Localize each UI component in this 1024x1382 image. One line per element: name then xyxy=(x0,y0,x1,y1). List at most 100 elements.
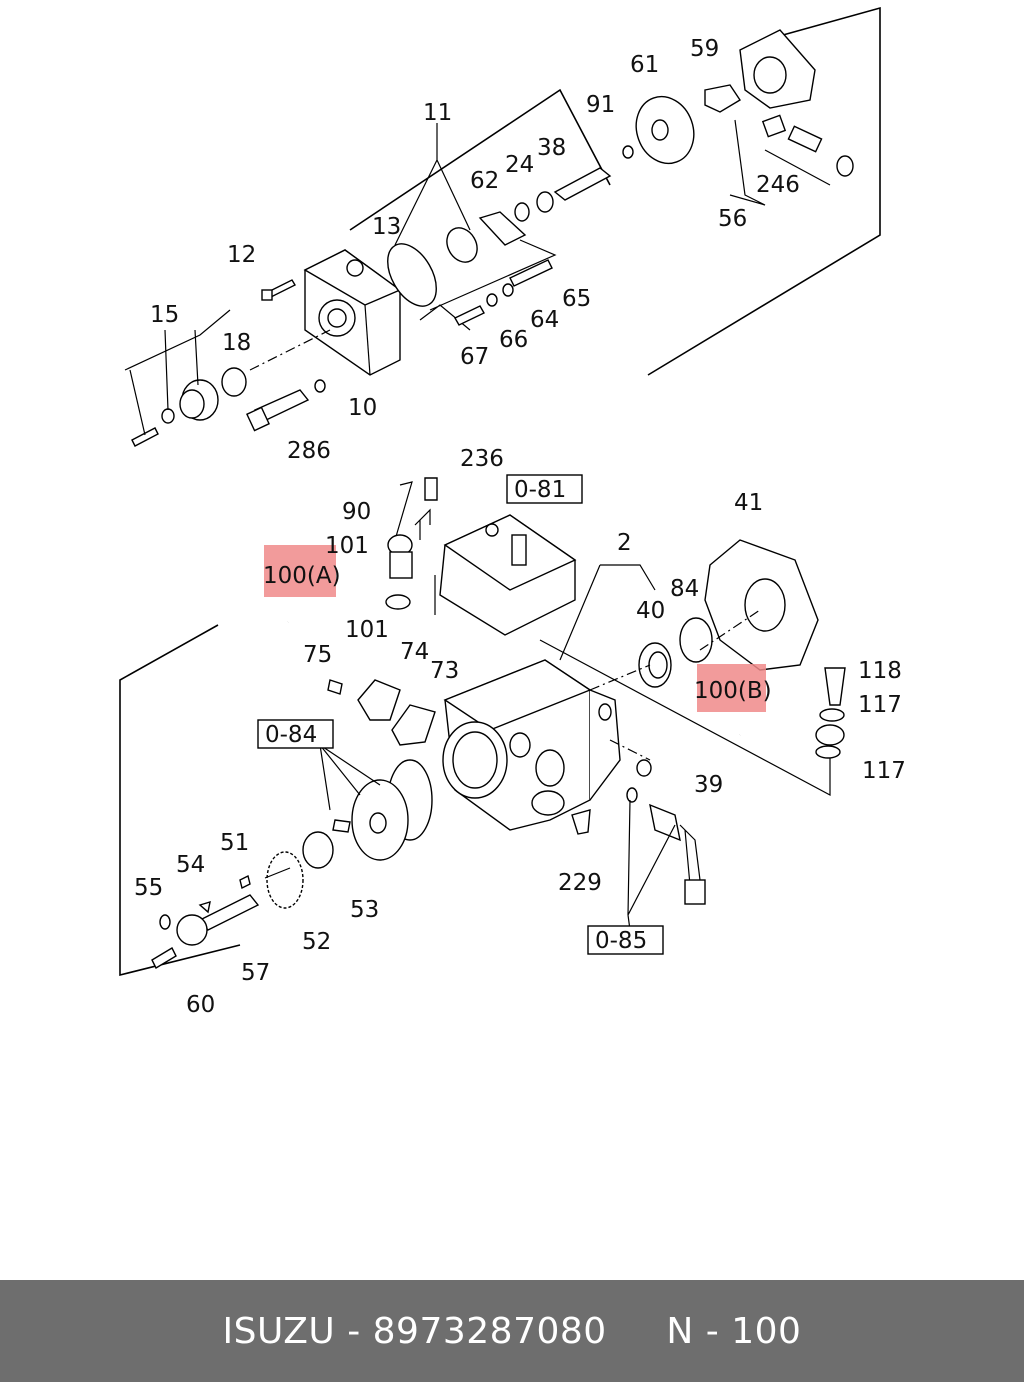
label-56: 56 xyxy=(718,206,747,232)
cap-15 xyxy=(131,379,219,447)
label-64: 64 xyxy=(530,307,559,333)
plate-74 xyxy=(357,679,401,721)
top-assembly xyxy=(124,6,881,447)
label-236: 236 xyxy=(460,446,504,472)
label-59: 59 xyxy=(690,36,719,62)
reference-number: N - 100 xyxy=(666,1310,802,1352)
washer-101 xyxy=(385,594,411,610)
fitting-286 xyxy=(246,389,310,432)
label-62: 62 xyxy=(470,168,499,194)
bottom-assembly xyxy=(119,477,846,977)
banjo xyxy=(815,724,845,746)
spring-65 xyxy=(509,259,553,287)
highlight-100b xyxy=(697,664,766,712)
label-18: 18 xyxy=(222,330,251,356)
label-52: 52 xyxy=(302,929,331,955)
label-91: 91 xyxy=(586,92,615,118)
end-cover-41 xyxy=(704,539,819,671)
label-229: 229 xyxy=(558,870,602,896)
pump-body xyxy=(442,659,621,831)
label-24: 24 xyxy=(505,152,534,178)
label-74: 74 xyxy=(400,639,429,665)
part-labels: 11 13 12 15 18 10 286 62 24 38 91 61 59 … xyxy=(134,36,906,1018)
pin-54 xyxy=(198,900,211,914)
label-10: 10 xyxy=(348,395,377,421)
label-15: 15 xyxy=(150,302,179,328)
label-84: 84 xyxy=(670,576,699,602)
bushing xyxy=(446,227,478,263)
label-53: 53 xyxy=(350,897,379,923)
spring-60 xyxy=(151,947,177,969)
label-0-84: 0-84 xyxy=(265,722,317,748)
washer-91 xyxy=(622,145,634,159)
washer xyxy=(836,155,854,177)
label-65: 65 xyxy=(562,286,591,312)
highlight-100a xyxy=(264,545,336,597)
vane-59 xyxy=(704,84,741,113)
label-11: 11 xyxy=(423,100,452,126)
sensor xyxy=(649,803,706,905)
label-117-top: 117 xyxy=(858,692,902,718)
ref-box-0-81 xyxy=(506,474,583,504)
washer-53 xyxy=(302,831,334,869)
o-ring-13 xyxy=(387,243,437,307)
coupling xyxy=(351,759,433,861)
cover-housing xyxy=(739,29,816,109)
part-55 xyxy=(159,914,171,930)
label-100b: 100(B) xyxy=(694,678,772,704)
bolt-75 xyxy=(327,679,343,695)
piston-67 xyxy=(454,305,485,326)
label-90: 90 xyxy=(342,499,371,525)
sleeve xyxy=(761,114,787,138)
brand-name: ISUZU xyxy=(222,1310,336,1352)
label-0-85: 0-85 xyxy=(595,928,647,954)
pump-housing xyxy=(303,249,402,376)
label-75: 75 xyxy=(303,642,332,668)
pin xyxy=(787,125,823,153)
shaft xyxy=(553,167,612,201)
label-73: 73 xyxy=(430,658,459,684)
bolt-236 xyxy=(424,477,438,501)
pipe-100b xyxy=(738,715,826,737)
label-0-81: 0-81 xyxy=(514,477,566,503)
o-ring-18 xyxy=(221,367,247,397)
bolt-229 xyxy=(571,809,591,835)
governor-cover xyxy=(439,514,577,636)
key xyxy=(332,819,351,833)
o-ring-84 xyxy=(679,617,713,663)
part-info-footer: ISUZU - 8973287080 N - 100 xyxy=(0,1280,1024,1382)
bolt-118 xyxy=(824,667,846,706)
label-66: 66 xyxy=(499,327,528,353)
label-38: 38 xyxy=(537,135,566,161)
shaft-57 xyxy=(198,894,260,931)
key-51 xyxy=(239,874,251,890)
exploded-parts-diagram: 11 13 12 15 18 10 286 62 24 38 91 61 59 … xyxy=(119,6,906,1018)
nut-39 xyxy=(636,759,652,777)
hub xyxy=(176,914,208,946)
label-101-bottom: 101 xyxy=(345,617,389,643)
label-13: 13 xyxy=(372,214,401,240)
bearing-40 xyxy=(638,642,672,688)
washer-117b xyxy=(815,745,841,759)
union-101 xyxy=(389,551,413,579)
pipe-100a xyxy=(287,481,413,624)
label-57: 57 xyxy=(241,960,270,986)
label-286: 286 xyxy=(287,438,331,464)
label-61: 61 xyxy=(630,52,659,78)
separator: - xyxy=(335,1310,373,1352)
gasket-73 xyxy=(391,704,436,746)
label-60: 60 xyxy=(186,992,215,1018)
label-12: 12 xyxy=(227,242,256,268)
rotor-plate-61 xyxy=(635,95,695,165)
washer-66 xyxy=(486,293,498,307)
label-118: 118 xyxy=(858,658,902,684)
ref-box-0-85 xyxy=(587,925,664,955)
footer-gap xyxy=(607,1311,667,1352)
bolt-12 xyxy=(261,279,296,301)
label-67: 67 xyxy=(460,344,489,370)
washer-10 xyxy=(314,379,326,393)
label-39: 39 xyxy=(694,772,723,798)
plate-62 xyxy=(478,211,527,246)
part-number: 8973287080 xyxy=(372,1310,607,1352)
label-55: 55 xyxy=(134,875,163,901)
